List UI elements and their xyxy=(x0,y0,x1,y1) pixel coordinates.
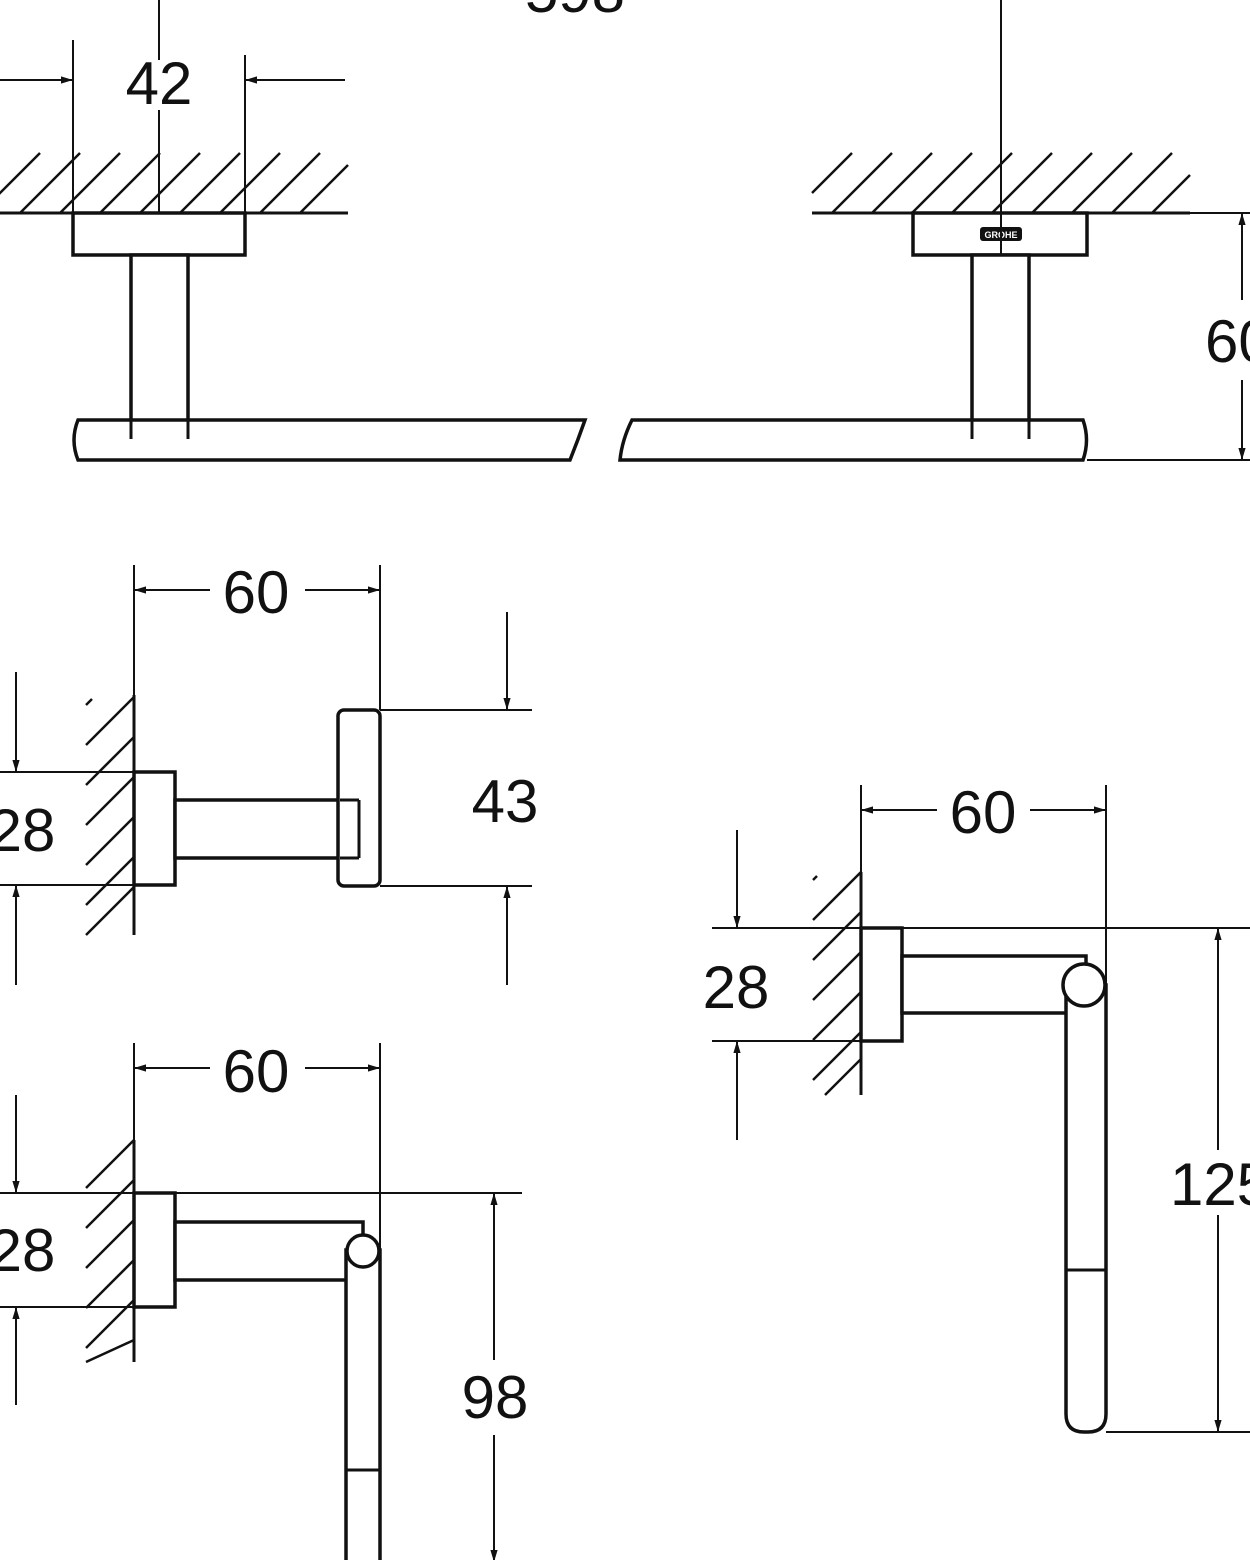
small-holder-pivot xyxy=(345,1233,381,1269)
hook-head xyxy=(336,708,382,888)
hook-arm xyxy=(173,798,361,860)
small-holder-view: 60 28 98 xyxy=(0,1038,528,1560)
left-post xyxy=(129,253,190,441)
dim-towel-bar-rosette: 42 xyxy=(126,50,193,117)
small-holder-rosette xyxy=(132,1191,177,1309)
small-holder-wall-hatch xyxy=(85,1139,135,1364)
hook-view: 60 28 43 xyxy=(0,559,538,985)
dim-hook-projection: 60 xyxy=(223,559,290,626)
hook-wall-hatch xyxy=(85,696,135,936)
dim-small-holder-rosette: 28 xyxy=(0,1217,55,1284)
small-holder-drop-arm xyxy=(344,1248,382,1560)
large-holder-rosette xyxy=(859,926,904,1043)
large-holder-arm xyxy=(900,954,1088,1015)
towel-bar-left xyxy=(72,418,588,462)
dim-large-holder-projection: 60 xyxy=(950,779,1017,846)
small-holder-arm xyxy=(173,1220,365,1282)
large-holder-pivot xyxy=(1061,962,1107,1008)
dim-small-holder-projection: 60 xyxy=(223,1038,290,1105)
hook-rosette xyxy=(132,770,177,887)
towel-bar-view: GROHE 598 42 60 xyxy=(0,0,1250,462)
wall-hatch-left xyxy=(0,152,349,215)
dim-towel-bar-projection: 60 xyxy=(1205,308,1250,375)
large-holder-view: 60 28 125 xyxy=(703,779,1250,1434)
right-post xyxy=(970,253,1031,441)
dim-small-holder-drop: 98 xyxy=(462,1364,529,1431)
dim-hook-head: 43 xyxy=(472,768,539,835)
large-holder-drop-arm xyxy=(1064,983,1108,1434)
large-holder-wall-hatch xyxy=(812,871,862,1096)
dim-large-holder-rosette: 28 xyxy=(703,954,770,1021)
towel-bar-right xyxy=(618,418,1089,462)
dim-towel-bar-length: 598 xyxy=(525,0,625,25)
dim-large-holder-drop: 125 xyxy=(1170,1151,1250,1218)
left-rosette xyxy=(71,211,247,257)
dim-hook-rosette: 28 xyxy=(0,797,55,864)
